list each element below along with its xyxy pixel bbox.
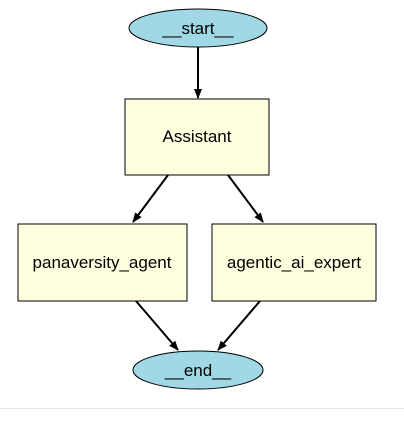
node-agentic-ai-expert-label: agentic_ai_expert xyxy=(227,253,361,272)
node-start-shape xyxy=(128,8,268,48)
node-assistant[interactable]: Assistant xyxy=(124,98,270,176)
node-end-label: __end__ xyxy=(164,361,232,380)
node-agentic-ai-expert[interactable]: agentic_ai_expert xyxy=(211,223,377,302)
node-assistant-label: Assistant xyxy=(163,127,232,146)
edges xyxy=(132,47,264,351)
edge-assistant-to-agentic-ai-expert xyxy=(227,174,264,223)
node-end[interactable]: __end__ xyxy=(132,350,264,390)
node-panaversity-agent-label: panaversity_agent xyxy=(33,253,172,272)
node-start-label: __start__ xyxy=(162,19,234,38)
node-assistant-shape xyxy=(124,98,270,176)
node-start[interactable]: __start__ xyxy=(128,8,268,48)
node-panaversity-agent-shape xyxy=(17,223,188,302)
edge-assistant-to-panaversity-agent xyxy=(132,174,169,223)
node-agentic-ai-expert-shape xyxy=(211,223,377,302)
node-end-shape xyxy=(132,350,264,390)
edge-agentic-ai-expert-to-end xyxy=(217,300,261,351)
node-panaversity-agent[interactable]: panaversity_agent xyxy=(17,223,188,302)
edge-panaversity-agent-to-end xyxy=(135,300,179,351)
bottom-divider xyxy=(0,408,404,409)
